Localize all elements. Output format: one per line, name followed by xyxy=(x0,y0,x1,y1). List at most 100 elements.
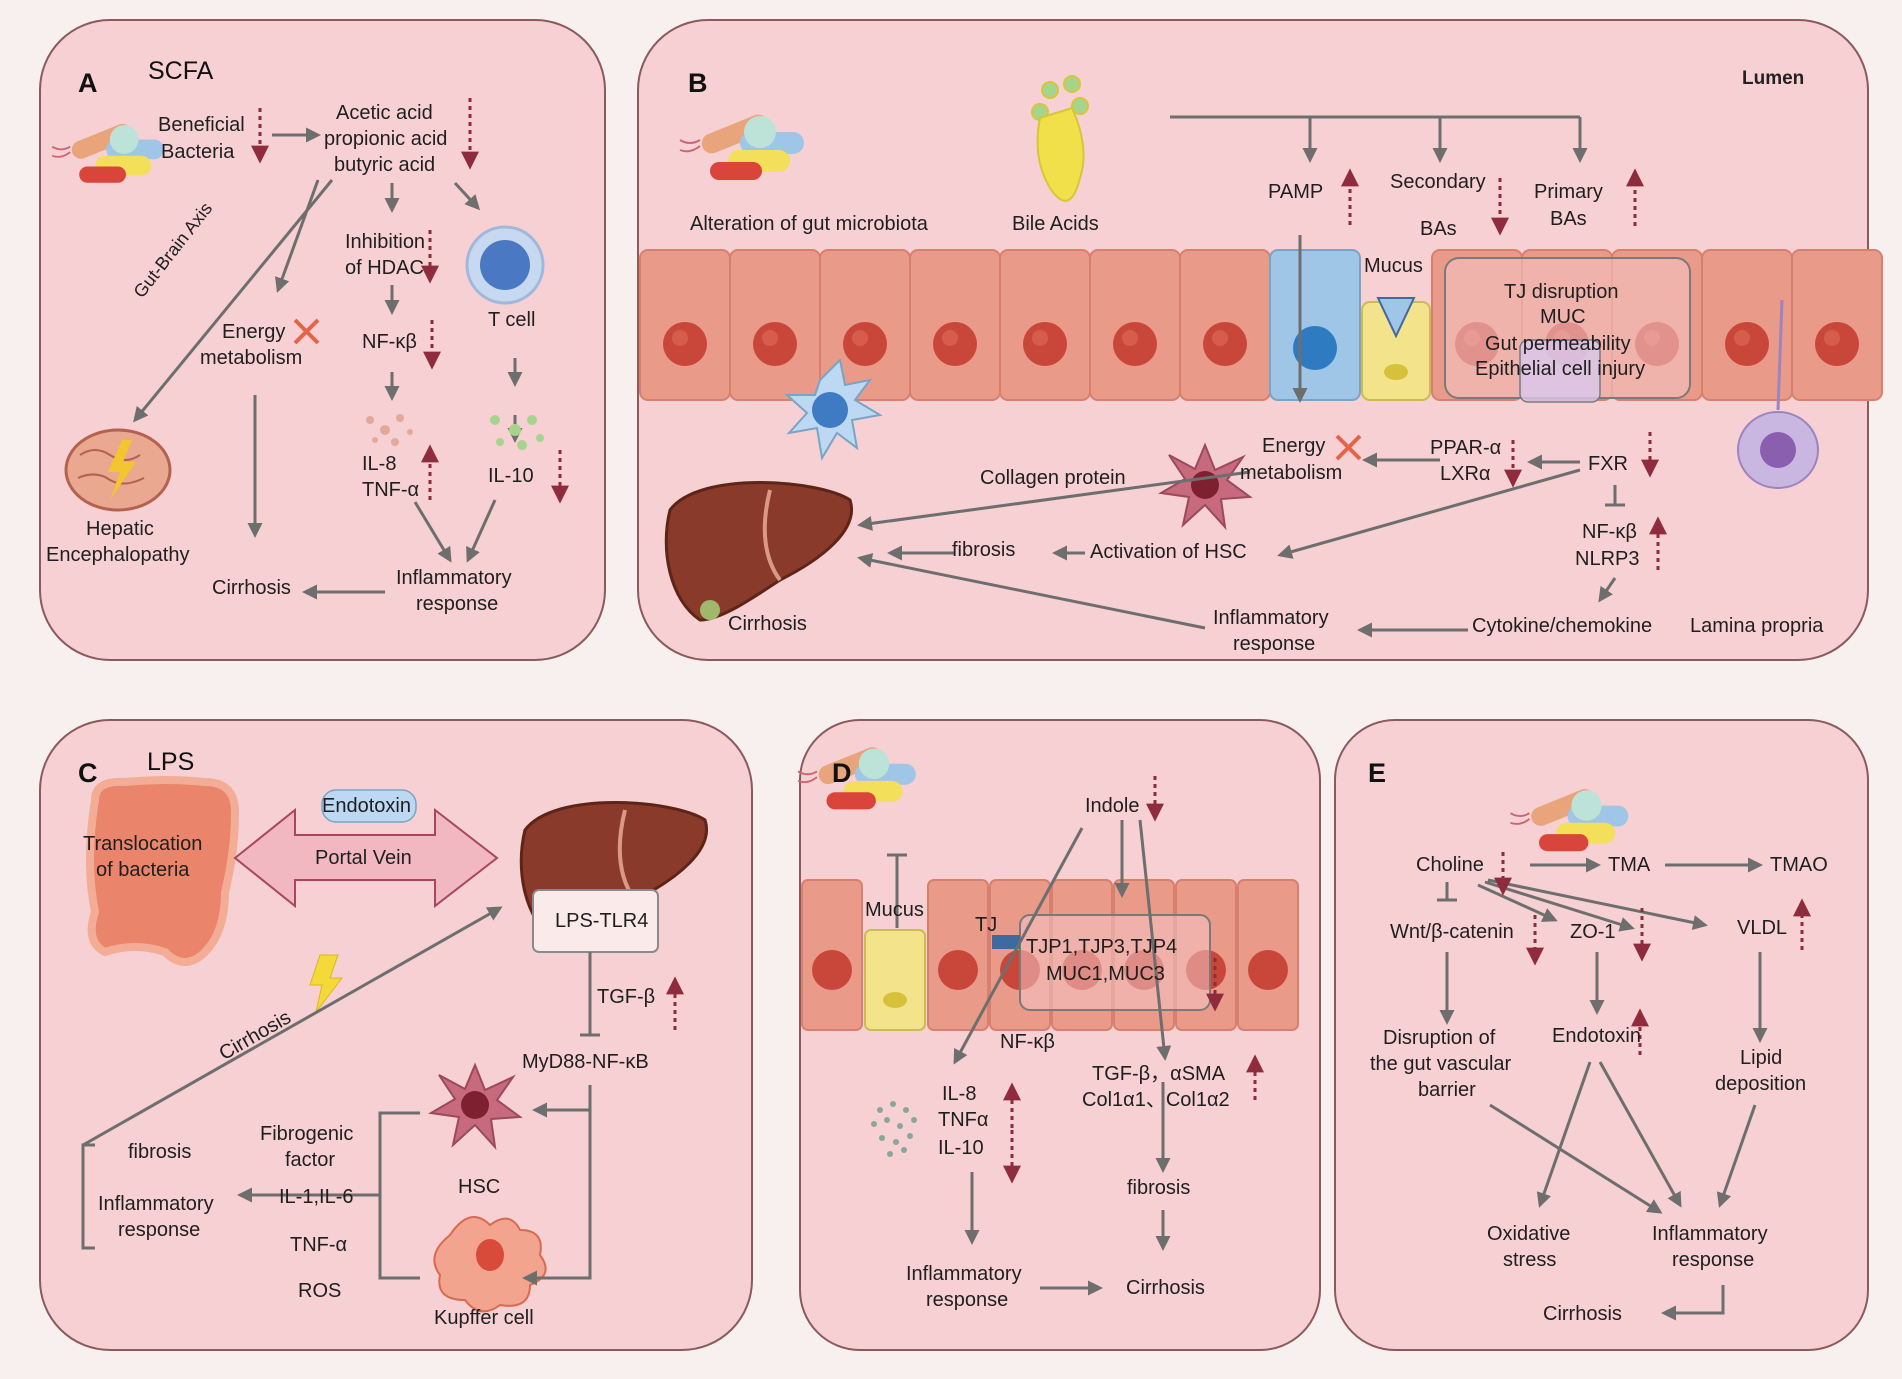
response-label: response xyxy=(416,593,499,615)
inflammatory-label: Inflammatory xyxy=(396,567,512,589)
ros-label: ROS xyxy=(298,1280,342,1302)
cirrhosis-label-b: Cirrhosis xyxy=(728,613,807,635)
inflammatory-label-b: Inflammatory xyxy=(1213,607,1329,629)
il10-label: IL-10 xyxy=(488,465,534,487)
tnf-a-label: TNF-α xyxy=(362,479,420,501)
endotoxin-label-e: Endotoxin xyxy=(1552,1025,1641,1047)
tgf-b-label: TGF-β xyxy=(597,986,656,1008)
inflammatory-label-d: Inflammatory xyxy=(906,1263,1022,1285)
panel-c-title: LPS xyxy=(147,748,195,776)
mucus-label: Mucus xyxy=(1364,255,1423,277)
lipid-label: Lipid xyxy=(1740,1047,1783,1069)
zo1-label: ZO-1 xyxy=(1570,921,1616,943)
fibrosis-label-b: fibrosis xyxy=(952,539,1016,561)
tnfa-label-d: TNFα xyxy=(938,1109,989,1131)
nf-kb-label-d: NF-κβ xyxy=(1000,1031,1055,1053)
bile-acid-icon xyxy=(1031,75,1089,202)
butyric-acid-label: butyric acid xyxy=(334,154,436,176)
metabolism-label: metabolism xyxy=(200,347,303,369)
hepatic-label: Hepatic xyxy=(86,518,154,540)
il1-il6-label: IL-1,IL-6 xyxy=(279,1186,354,1208)
tgf-b-sma-label: TGF-β，αSMA xyxy=(1092,1063,1226,1085)
cirrhosis-label-d: Cirrhosis xyxy=(1126,1277,1205,1299)
response-label-e: response xyxy=(1672,1249,1755,1271)
gut-permeability-label: Gut permeability xyxy=(1485,333,1631,355)
lxr-label: LXRα xyxy=(1440,463,1491,485)
choline-label: Choline xyxy=(1416,854,1484,876)
beneficial-label: Beneficial xyxy=(158,114,245,136)
lumen-label: Lumen xyxy=(1742,68,1805,89)
encephalopathy-label: Encephalopathy xyxy=(46,544,190,566)
muc-label-d: MUC1,MUC3 xyxy=(1046,963,1165,985)
primary-bas-label: BAs xyxy=(1550,208,1587,230)
panel-a-title: SCFA xyxy=(148,57,214,85)
cytokine-dots-icon xyxy=(366,414,413,446)
kupffer-cell-label: Kupffer cell xyxy=(434,1307,534,1329)
stress-label: stress xyxy=(1503,1249,1557,1271)
fibrosis-label-c: fibrosis xyxy=(128,1141,192,1163)
panel-c-label: C xyxy=(78,758,98,788)
acetic-acid-label: Acetic acid xyxy=(336,102,433,124)
cross-icon xyxy=(1335,434,1362,461)
col-label: Col1α1、Col1α2 xyxy=(1082,1089,1230,1111)
vldl-label: VLDL xyxy=(1737,917,1788,939)
inhibition-label: Inhibition xyxy=(345,231,426,253)
pamp-label: PAMP xyxy=(1268,181,1324,203)
il8-label-d: IL-8 xyxy=(942,1083,977,1105)
t-cell-icon xyxy=(465,225,545,305)
energy-label-b: Energy xyxy=(1262,435,1326,457)
inflammatory-label-c: Inflammatory xyxy=(98,1193,214,1215)
panel-e-label: E xyxy=(1368,758,1387,788)
wnt-label: Wnt/β-catenin xyxy=(1390,921,1514,943)
nf-kb-label-b: NF-κβ xyxy=(1582,521,1637,543)
epithelial-injury-label: Epithelial cell injury xyxy=(1475,358,1646,380)
metabolism-label-b: metabolism xyxy=(1240,462,1343,484)
portal-vein-arrow xyxy=(233,789,499,909)
primary-label: Primary xyxy=(1534,181,1603,203)
collagen-label: Collagen protein xyxy=(980,467,1126,489)
tnf-a-label-c: TNF-α xyxy=(290,1234,348,1256)
t-cell-label: T cell xyxy=(488,309,536,331)
fibrosis-label-d: fibrosis xyxy=(1127,1177,1191,1199)
nf-kb-label: NF-κβ xyxy=(362,331,417,353)
of-bacteria-label: of bacteria xyxy=(96,859,190,881)
panel-d xyxy=(799,719,1321,1351)
dendritic-cell-icon xyxy=(784,357,883,461)
panel-e xyxy=(1334,719,1869,1351)
cirrhosis-label-e: Cirrhosis xyxy=(1543,1303,1622,1325)
response-label-d: response xyxy=(926,1289,1009,1311)
cytokine-label: Cytokine/chemokine xyxy=(1472,615,1653,637)
ppar-label: PPAR-α xyxy=(1430,437,1502,459)
muc-label: MUC xyxy=(1540,306,1586,328)
alteration-label: Alteration of gut microbiota xyxy=(690,213,928,235)
myd88-label: MyD88-NF-κB xyxy=(522,1051,649,1073)
nlrp3-label: NLRP3 xyxy=(1575,548,1640,570)
endotoxin-label: Endotoxin xyxy=(322,795,411,817)
bile-acids-label: Bile Acids xyxy=(1012,213,1099,235)
fxr-label: FXR xyxy=(1588,453,1628,475)
cytokine-dots-icon xyxy=(871,1101,917,1157)
secondary-label: Secondary xyxy=(1390,171,1486,193)
panel-d-label: D xyxy=(832,758,852,788)
tj-label: TJ xyxy=(975,914,998,936)
hsc-label: HSC xyxy=(458,1176,501,1198)
portal-vein-label: Portal Vein xyxy=(315,847,412,869)
gut-vascular-label: the gut vascular xyxy=(1370,1053,1512,1075)
activation-hsc-label: Activation of HSC xyxy=(1090,541,1247,563)
fibrogenic-label: Fibrogenic xyxy=(260,1123,354,1145)
hdac-label: of HDAC xyxy=(345,257,424,279)
panel-a-label: A xyxy=(78,68,98,98)
il10-label-d: IL-10 xyxy=(938,1137,984,1159)
oxidative-label: Oxidative xyxy=(1487,1223,1571,1245)
tjp-label: TJP1,TJP3,TJP4 xyxy=(1026,936,1178,958)
bacteria-label: Bacteria xyxy=(161,141,235,163)
tmao-label: TMAO xyxy=(1770,854,1828,876)
brain-icon xyxy=(64,428,172,512)
disruption-label: Disruption of xyxy=(1383,1027,1496,1049)
lightning-icon xyxy=(309,954,344,1013)
propionic-acid-label: propionic acid xyxy=(324,128,448,150)
factor-label: factor xyxy=(285,1149,336,1171)
panel-b-label: B xyxy=(688,68,708,98)
panel-a xyxy=(39,19,606,661)
